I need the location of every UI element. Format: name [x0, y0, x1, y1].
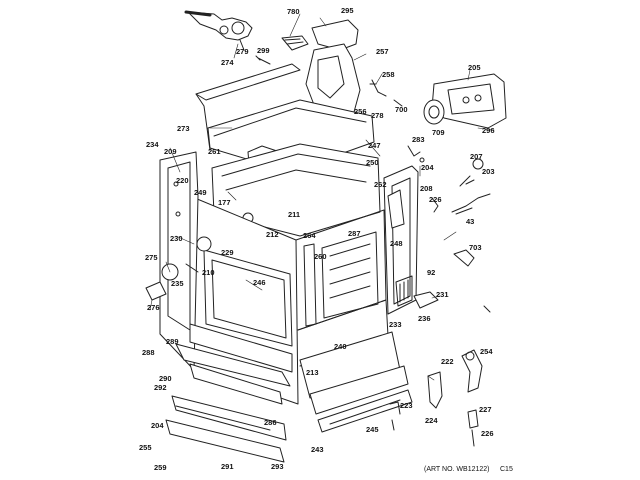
part-label: 230 [170, 234, 183, 243]
burner-valve-assembly [184, 10, 253, 51]
part-43 [455, 207, 473, 215]
part-label: 177 [218, 198, 231, 207]
part-label: 222 [441, 357, 454, 366]
part-label: 291 [221, 462, 234, 471]
part-label: 258 [382, 70, 395, 79]
control-panel-205 [431, 73, 507, 129]
part-label: 245 [366, 425, 379, 434]
part-label: 43 [466, 217, 475, 226]
part-label: 234 [146, 140, 159, 149]
part-label: 295 [341, 6, 354, 15]
part-283 [407, 145, 421, 157]
part-label: 255 [139, 443, 152, 452]
clip-small [483, 305, 491, 313]
right-bottom-parts [389, 349, 483, 447]
part-label: 273 [177, 124, 190, 133]
part-label: 207 [470, 152, 483, 161]
part-label: 243 [311, 445, 324, 454]
part-label: 279 [236, 47, 249, 56]
part-label: 703 [469, 243, 482, 252]
part-700 [393, 99, 403, 107]
left-top-rail [195, 63, 301, 151]
part-label: 256 [354, 107, 367, 116]
part-label: 92 [427, 268, 436, 277]
part-label: 226 [429, 195, 442, 204]
vent-duct [305, 19, 361, 121]
part-label: 260 [314, 252, 327, 261]
part-label: 231 [436, 290, 449, 299]
part-label: 205 [468, 63, 481, 72]
part-204 [419, 157, 425, 163]
part-709 [423, 99, 445, 125]
bracket-258 [369, 79, 387, 97]
part-label: 289 [166, 337, 179, 346]
part-label: 204 [421, 163, 434, 172]
art-number: (ART NO. WB12122) [424, 466, 490, 473]
part-label: 700 [395, 105, 408, 114]
part-label: 210 [202, 268, 215, 277]
part-label: 240 [334, 342, 347, 351]
art-code: C15 [500, 466, 513, 473]
part-label: 246 [253, 278, 266, 287]
part-label: 278 [371, 111, 384, 120]
bracket-250 [387, 189, 405, 229]
part-label: 283 [412, 135, 425, 144]
part-label: 233 [389, 320, 402, 329]
part-label: 247 [368, 141, 381, 150]
part-label: 262 [374, 180, 387, 189]
part-label: 264 [303, 231, 316, 240]
part-label: 227 [479, 405, 492, 414]
part-label: 203 [482, 167, 495, 176]
part-label: 296 [482, 126, 495, 135]
part-label: 299 [257, 46, 270, 55]
part-label: 254 [480, 347, 493, 356]
part-label: 209 [164, 147, 177, 156]
part-label: 248 [390, 239, 403, 248]
part-780 [281, 35, 309, 51]
part-label: 220 [176, 176, 189, 185]
leader-lines [149, 13, 495, 381]
broiler-drawer [165, 323, 293, 463]
part-label: 290 [159, 374, 172, 383]
part-label: 288 [142, 348, 155, 357]
part-label: 257 [376, 47, 389, 56]
part-226 [431, 197, 439, 213]
part-label: 780 [287, 7, 300, 16]
oven-body-frame [189, 143, 389, 405]
part-label: 211 [288, 210, 301, 219]
kick-panel [299, 331, 413, 433]
part-label: 208 [420, 184, 433, 193]
part-label: 226 [481, 429, 494, 438]
part-label: 249 [194, 188, 207, 197]
part-label: 259 [154, 463, 167, 472]
part-label: 287 [348, 229, 361, 238]
part-label: 235 [171, 279, 184, 288]
part-label: 212 [266, 230, 279, 239]
part-label: 213 [306, 368, 319, 377]
part-label: 286 [264, 418, 277, 427]
part-label: 276 [147, 303, 160, 312]
screw-299 [255, 55, 271, 65]
part-207-203 [451, 158, 491, 213]
part-label: 223 [400, 401, 413, 410]
part-label: 204 [151, 421, 164, 430]
part-label: 292 [154, 383, 167, 392]
part-label: 236 [418, 314, 431, 323]
part-label: 275 [145, 253, 158, 262]
part-label: 709 [432, 128, 445, 137]
part-label: 229 [221, 248, 234, 257]
part-label: 250 [366, 158, 379, 167]
part-231 [413, 291, 439, 309]
part-label: 293 [271, 462, 284, 471]
part-label: 274 [221, 58, 234, 67]
part-label: 261 [208, 147, 221, 156]
part-703 [453, 249, 475, 267]
part-label: 224 [425, 416, 438, 425]
